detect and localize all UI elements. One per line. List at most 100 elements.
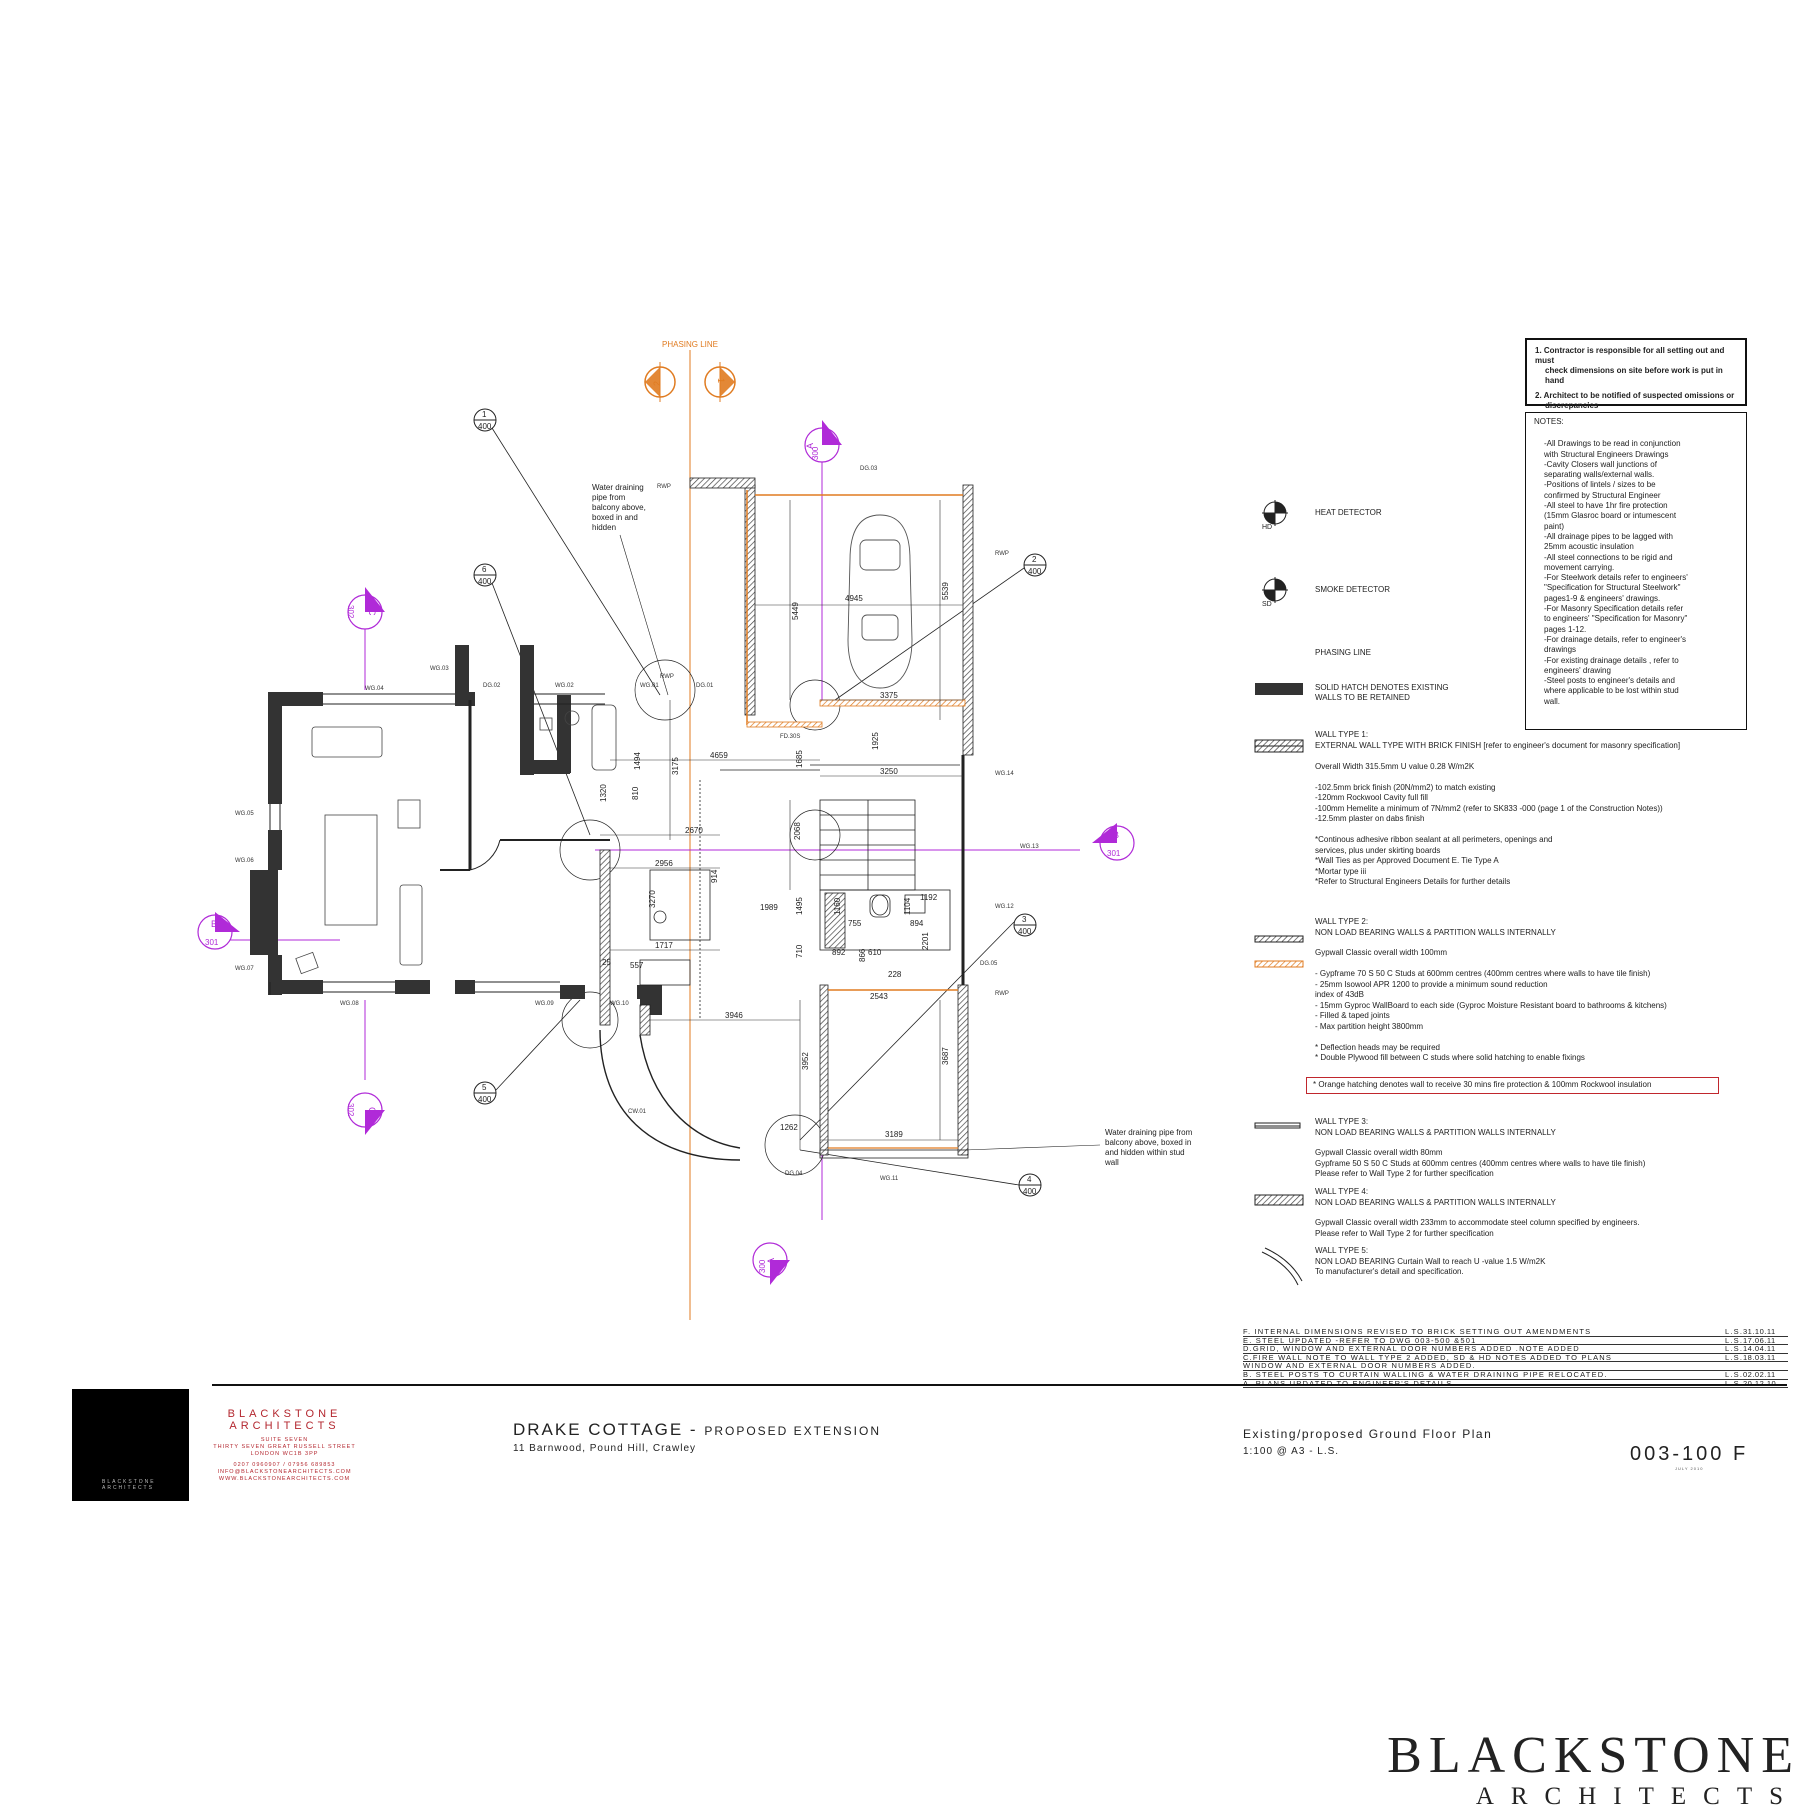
- svg-text:1494: 1494: [633, 752, 642, 770]
- svg-text:400: 400: [1023, 1187, 1037, 1196]
- svg-text:1104: 1104: [903, 897, 912, 915]
- section-marker-a-bottom: A 300: [752, 1242, 790, 1285]
- wc-room: [819, 889, 951, 951]
- spec-line: Gypwall Classic overall width 233mm to a…: [1315, 1218, 1640, 1227]
- wall-type-4-spec: Gypwall Classic overall width 233mm to a…: [1315, 1218, 1755, 1239]
- svg-text:1160: 1160: [833, 897, 842, 915]
- svg-text:hidden: hidden: [592, 523, 616, 532]
- spec-line: Please refer to Wall Type 2 for further …: [1315, 1228, 1494, 1238]
- svg-text:810: 810: [631, 786, 640, 800]
- revision-text: C.FIRE WALL NOTE TO WALL TYPE 2 ADDED, S…: [1243, 1353, 1613, 1362]
- svg-text:pipe from: pipe from: [592, 493, 626, 502]
- revision-drawn-by: L.S.: [1725, 1380, 1743, 1388]
- svg-text:DG.01: DG.01: [696, 683, 714, 689]
- revision-drawn-by: L.S.: [1725, 1328, 1744, 1336]
- firm-logo: BLACKSTONE ARCHITECTS: [72, 1389, 189, 1501]
- revision-row: WINDOW AND EXTERNAL DOOR NUMBERS ADDED.: [1243, 1362, 1788, 1371]
- spec-line: -100mm Hemelite a minimum of 7N/mm2 (ref…: [1315, 803, 1663, 813]
- svg-text:25: 25: [602, 958, 611, 967]
- revision-text: E. STEEL UPDATED -REFER TO DWG 003-500 &…: [1243, 1336, 1477, 1345]
- spec-line: 25mm acoustic insulation: [1544, 542, 1634, 552]
- svg-text:B: B: [1113, 830, 1119, 840]
- spec-line: (15mm Glasroc board or intumescent: [1544, 511, 1677, 521]
- revision-drawn-by: L.S.: [1725, 1353, 1744, 1362]
- spec-line: paint): [1544, 521, 1565, 531]
- wall-type-4-swatch: [1254, 1194, 1304, 1206]
- svg-text:302: 302: [346, 605, 355, 619]
- revision-date: 02.02.11: [1743, 1370, 1776, 1379]
- spec-line: -102.5mm brick finish (20N/mm2) to match…: [1315, 782, 1496, 792]
- existing-wall-swatch: [1255, 683, 1303, 695]
- spec-line: -12.5mm plaster on dabs finish: [1315, 814, 1425, 823]
- spec-line: services, plus under skirting boards: [1315, 845, 1441, 855]
- firm-contact: BLACKSTONE ARCHITECTS SUITE SEVEN THIRTY…: [213, 1408, 356, 1482]
- spec-line: * Deflection heads may be required: [1315, 1042, 1440, 1052]
- spec-line: -All drainage pipes to be lagged with: [1544, 531, 1673, 541]
- svg-text:1192: 1192: [920, 893, 938, 902]
- spec-line: wall.: [1544, 696, 1561, 706]
- spec-line: -Positions of lintels / sizes to be: [1544, 480, 1656, 490]
- spec-line: -All steel connections to be rigid and: [1544, 552, 1673, 562]
- revision-row: C.FIRE WALL NOTE TO WALL TYPE 2 ADDED, S…: [1243, 1354, 1788, 1363]
- staircase: [699, 755, 965, 1020]
- svg-text:balcony above, boxed in: balcony above, boxed in: [1105, 1138, 1191, 1147]
- wall-type-2-spec: Gypwall Classic overall width 100mm - Gy…: [1315, 948, 1755, 1064]
- svg-text:1685: 1685: [795, 750, 804, 768]
- heat-detector-icon: [1262, 500, 1288, 526]
- svg-text:WG.02: WG.02: [555, 683, 574, 689]
- svg-text:RWP: RWP: [660, 674, 674, 680]
- wall-type-1-swatch: [1254, 739, 1304, 753]
- spec-line: *Refer to Structural Engineers Details f…: [1315, 877, 1511, 886]
- revisions-table: F. INTERNAL DIMENSIONS REVISED TO BRICK …: [1243, 1328, 1788, 1389]
- svg-text:1262: 1262: [780, 1123, 798, 1132]
- svg-text:RWP: RWP: [995, 991, 1009, 997]
- spec-line: To manufacturer's detail and specificati…: [1315, 1267, 1464, 1276]
- svg-text:400: 400: [478, 422, 492, 431]
- svg-text:WG.11: WG.11: [880, 1176, 899, 1182]
- garage: [689, 477, 974, 756]
- spec-line: EXTERNAL WALL TYPE WITH BRICK FINISH [re…: [1315, 740, 1681, 750]
- svg-text:400: 400: [478, 577, 492, 586]
- revision-row: E. STEEL UPDATED -REFER TO DWG 003-500 &…: [1243, 1337, 1788, 1346]
- heat-detector-code: HD: [1262, 524, 1273, 531]
- solid-hatch-label-1: SOLID HATCH DENOTES EXISTING: [1315, 683, 1449, 692]
- spec-line: Gypwall Classic overall width 80mm: [1315, 1148, 1443, 1157]
- spec-line: -For Steelwork details refer to engineer…: [1544, 573, 1688, 583]
- revision-row: B. STEEL POSTS TO CURTAIN WALLING & WATE…: [1243, 1371, 1788, 1380]
- wall-type-3-swatch: [1254, 1122, 1301, 1129]
- svg-text:3270: 3270: [648, 890, 657, 908]
- spec-line: -Cavity Closers wall junctions of: [1544, 459, 1657, 469]
- dimension-notice: 1. Contractor is responsible for all set…: [1525, 338, 1747, 410]
- phase-marker-2: 2: [644, 362, 676, 402]
- svg-text:3175: 3175: [671, 757, 680, 775]
- phase-marker-1: 1: [704, 362, 736, 402]
- svg-text:RWP: RWP: [995, 551, 1009, 557]
- svg-text:WG.07: WG.07: [235, 966, 254, 972]
- spec-line: Gypframe 50 S 50 C Studs at 600mm centre…: [1315, 1158, 1646, 1168]
- svg-text:3952: 3952: [801, 1052, 810, 1070]
- drawing-title: Existing/proposed Ground Floor Plan: [1243, 1427, 1493, 1441]
- spec-line: Overall Width 315.5mm U value 0.28 W/m2K: [1315, 761, 1475, 771]
- spec-line: confirmed by Structural Engineer: [1544, 490, 1661, 500]
- svg-text:755: 755: [848, 919, 862, 928]
- plan-annotations: Water draining pipe from balcony above, …: [592, 483, 1193, 1167]
- smoke-detector-icon: [1262, 577, 1288, 603]
- svg-text:2543: 2543: [870, 992, 888, 1001]
- spec-line: NON LOAD BEARING Curtain Wall to reach U…: [1315, 1256, 1546, 1266]
- svg-text:DG.05: DG.05: [980, 961, 998, 967]
- spec-line: - 25mm Isowool APR 1200 to provide a min…: [1315, 979, 1548, 989]
- svg-text:4659: 4659: [710, 751, 728, 760]
- spec-line: [1315, 959, 1755, 970]
- spec-line: "Specification for Structural Steelwork": [1544, 583, 1681, 593]
- svg-text:892: 892: [832, 948, 846, 957]
- svg-text:1989: 1989: [760, 903, 778, 912]
- drawing-scale: 1:100 @ A3 - L.S.: [1243, 1446, 1340, 1457]
- brand-wordmark: BLACKSTONE ARCHITECTS: [1387, 1727, 1800, 1811]
- dimension-lines: [600, 500, 963, 1150]
- wall-type-2-fire-swatch: [1254, 960, 1304, 968]
